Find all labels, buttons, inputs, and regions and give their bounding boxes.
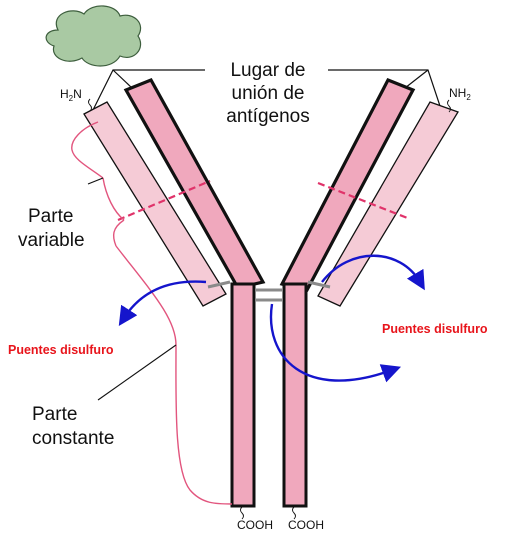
binding-site-label-line3: antígenos <box>226 106 309 127</box>
amino-terminal-right: NH2 <box>449 86 471 102</box>
right-heavy-chain-stem <box>284 284 306 506</box>
variable-label-line1: Parte <box>28 206 73 227</box>
disulfide-label-left: Puentes disulfuro <box>8 343 114 357</box>
constant-label-line1: Parte <box>32 404 77 425</box>
disulfide-label-right: Puentes disulfuro <box>382 322 488 336</box>
disulfide-bonds <box>208 282 330 300</box>
amino-terminal-left: H2N <box>60 87 82 103</box>
carboxyl-terminal-left: COOH <box>237 518 273 532</box>
antigen-cloud <box>46 6 140 66</box>
binding-site-label-line2: unión de <box>232 83 305 104</box>
variable-leader-line <box>88 178 103 184</box>
constant-label-line2: constante <box>32 428 114 449</box>
binding-site-label-line1: Lugar de <box>230 60 305 81</box>
variable-label-line2: variable <box>18 230 85 251</box>
carboxyl-terminal-right: COOH <box>288 518 324 532</box>
left-heavy-chain-stem <box>232 284 254 506</box>
